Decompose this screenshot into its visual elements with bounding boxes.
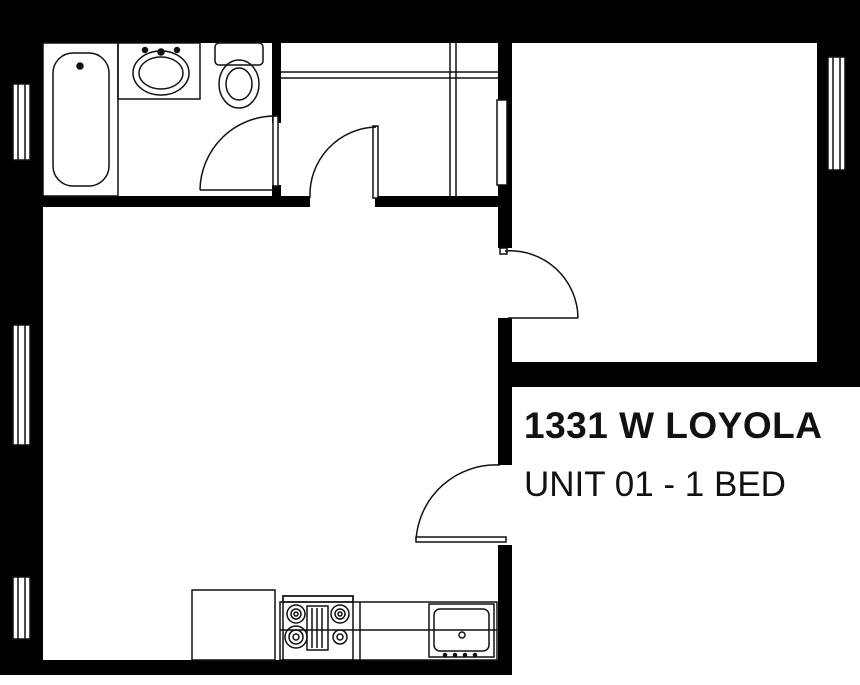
refrigerator bbox=[191, 589, 276, 661]
wall-top bbox=[0, 0, 860, 43]
kitchen-fixtures bbox=[191, 589, 498, 661]
door-entry bbox=[415, 464, 507, 543]
window-living bbox=[12, 324, 31, 446]
window-interior bbox=[496, 99, 508, 186]
bathtub bbox=[42, 42, 119, 197]
stove bbox=[282, 595, 354, 661]
wall-bedroom-bottom bbox=[498, 362, 860, 387]
wall-east-bottom bbox=[498, 545, 512, 675]
wall-bottom bbox=[0, 660, 512, 675]
window-bedroom bbox=[827, 56, 846, 171]
bathroom-fixtures bbox=[42, 42, 264, 197]
wall-hall-bottom-a bbox=[272, 196, 310, 207]
door-closet bbox=[309, 125, 379, 199]
unit-subtitle: UNIT 01 - 1 BED bbox=[524, 465, 786, 504]
bathroom-sink bbox=[117, 42, 201, 100]
window-bath bbox=[12, 83, 31, 161]
door-bedroom bbox=[499, 247, 579, 319]
title-block: 1331 W LOYOLA UNIT 01 - 1 BED bbox=[524, 404, 854, 507]
doors bbox=[199, 115, 579, 543]
wall-east-lower bbox=[498, 362, 512, 465]
windows bbox=[12, 56, 846, 640]
wall-bath-east-low bbox=[272, 185, 281, 207]
window-kitchen bbox=[12, 576, 31, 640]
door-bathroom bbox=[199, 115, 279, 191]
wall-bedroom-west-mid bbox=[498, 318, 512, 368]
wall-bath-east bbox=[272, 43, 281, 123]
wall-hall-bottom-b bbox=[375, 196, 505, 207]
wall-bath-bottom bbox=[43, 196, 280, 207]
toilet bbox=[214, 42, 264, 109]
address-title: 1331 W LOYOLA bbox=[524, 405, 823, 446]
kitchen-sink bbox=[428, 603, 495, 658]
closet bbox=[281, 43, 498, 196]
counter bbox=[279, 601, 498, 661]
